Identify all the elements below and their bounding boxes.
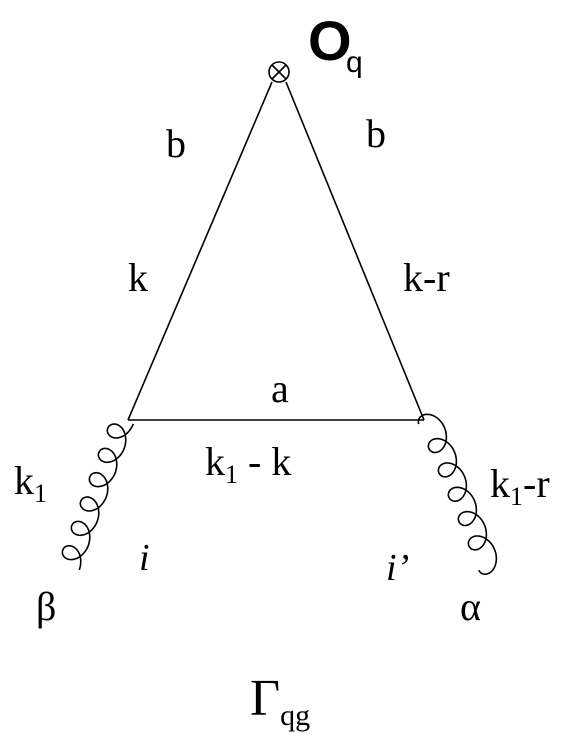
right-gluon-lorentz-label: α (460, 584, 481, 629)
left-quark-line (127, 81, 273, 421)
right-momentum-label: k-r (403, 255, 450, 300)
bottom-momentum-label: k1 - k (205, 439, 291, 489)
right-quark-line (285, 81, 425, 421)
right-gluon-momentum-label: k1-r (490, 461, 550, 511)
left-gluon-line (61, 423, 135, 571)
right-gluon-line (417, 413, 498, 576)
right-gluon-index-label: i’ (386, 547, 409, 589)
operator-subscript: q (346, 46, 363, 79)
left-momentum-label: k (128, 255, 148, 300)
operator-symbol: O (308, 9, 352, 72)
left-gluon-index-label: i (139, 537, 150, 579)
left-gluon-momentum-label: k1 (14, 458, 47, 508)
diagram-title: Γqg (250, 670, 310, 732)
otimes-vertex-icon (268, 61, 290, 83)
bottom-color-label: a (271, 366, 289, 411)
left-gluon-lorentz-label: β (36, 584, 56, 629)
left-color-label: b (166, 121, 186, 166)
right-color-label: b (366, 111, 386, 156)
